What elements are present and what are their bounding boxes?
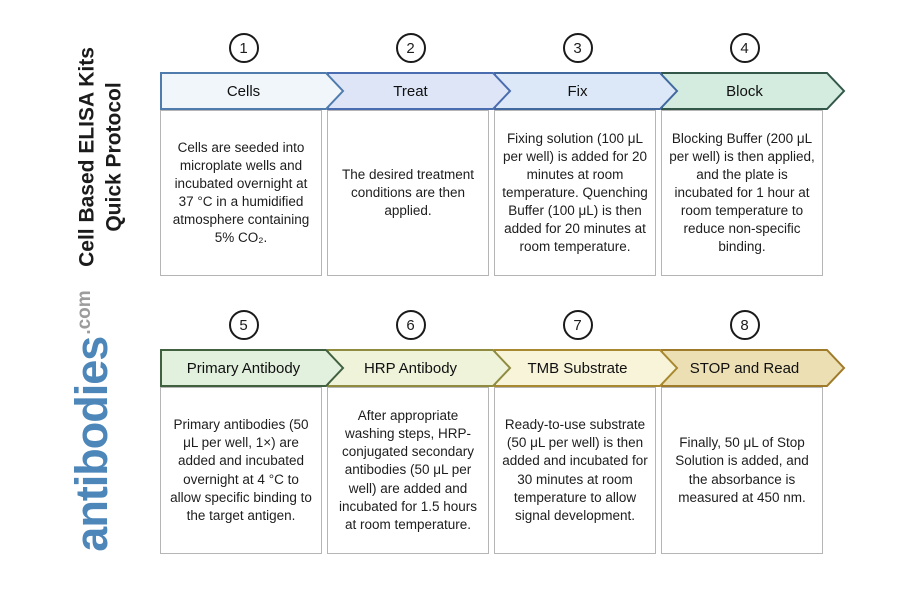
brand-logo: antibodies.com — [66, 290, 118, 551]
step-number-badge: 6 — [395, 310, 426, 340]
step-column-1: 1 Cells Cells are seeded into microplate… — [160, 33, 345, 276]
step-column-8: 8 STOP and Read Finally, 50 μL of Stop S… — [661, 310, 846, 554]
step-number-badge: 1 — [228, 33, 259, 63]
step-column-6: 6 HRP Antibody After appropriate washing… — [327, 310, 512, 554]
step-label: Fix — [567, 82, 588, 100]
step-arrow-header: STOP and Read — [661, 349, 846, 387]
step-number-badge: 8 — [729, 310, 760, 340]
step-number-badge: 5 — [228, 310, 259, 340]
brand-logo-text: antibodies — [66, 336, 117, 552]
step-description: Blocking Buffer (200 μL per well) is the… — [669, 130, 815, 255]
step-arrow-header: Block — [661, 72, 846, 110]
step-label: Primary Antibody — [186, 359, 301, 377]
step-description: Fixing solution (100 μL per well) is add… — [502, 130, 648, 255]
step-number-badge: 7 — [562, 310, 593, 340]
step-description: The desired treatment conditions are the… — [341, 166, 475, 219]
step-arrow-header: Treat — [327, 72, 512, 110]
step-description: After appropriate washing steps, HRP-con… — [338, 408, 478, 532]
step-arrow-header: Primary Antibody — [160, 349, 345, 387]
step-label: Block — [726, 82, 763, 100]
step-description-cell: Finally, 50 μL of Stop Solution is added… — [661, 387, 823, 554]
page-title-line1: Cell Based ELISA Kits — [75, 47, 99, 267]
step-description-cell: Cells are seeded into microplate wells a… — [160, 110, 322, 276]
step-description-cell: The desired treatment conditions are the… — [327, 110, 489, 276]
step-description: Ready-to-use substrate (50 μL per well) … — [502, 417, 648, 523]
step-arrow-header: Cells — [160, 72, 345, 110]
step-arrow-header: Fix — [494, 72, 679, 110]
step-label: Treat — [393, 82, 428, 100]
step-description-cell: Ready-to-use substrate (50 μL per well) … — [494, 387, 656, 554]
arrow-shape — [160, 72, 345, 110]
page-title-line2: Quick Protocol — [103, 82, 126, 232]
protocol-row-1: 1 Cells Cells are seeded into microplate… — [160, 33, 846, 276]
step-arrow-header: TMB Substrate — [494, 349, 679, 387]
step-label: HRP Antibody — [363, 359, 458, 377]
step-number-badge: 4 — [729, 33, 760, 63]
step-column-2: 2 Treat The desired treatment conditions… — [327, 33, 512, 276]
step-column-4: 4 Block Blocking Buffer (200 μL per well… — [661, 33, 846, 276]
step-column-5: 5 Primary Antibody Primary antibodies (5… — [160, 310, 345, 554]
step-description-cell: Primary antibodies (50 μL per well, 1×) … — [160, 387, 322, 554]
step-label: TMB Substrate — [527, 359, 628, 377]
page-title: Cell Based ELISA Kits Quick Protocol — [74, 47, 129, 267]
step-description-cell: Blocking Buffer (200 μL per well) is the… — [661, 110, 823, 276]
step-column-3: 3 Fix Fixing solution (100 μL per well) … — [494, 33, 679, 276]
step-description: Primary antibodies (50 μL per well, 1×) … — [170, 417, 312, 523]
protocol-row-2: 5 Primary Antibody Primary antibodies (5… — [160, 310, 846, 554]
step-number-badge: 3 — [562, 33, 593, 63]
step-description-cell: After appropriate washing steps, HRP-con… — [327, 387, 489, 554]
step-column-7: 7 TMB Substrate Ready-to-use substrate (… — [494, 310, 679, 554]
step-description-cell: Fixing solution (100 μL per well) is add… — [494, 110, 656, 276]
step-description: Finally, 50 μL of Stop Solution is added… — [675, 435, 809, 505]
arrow-shape — [160, 349, 345, 387]
step-arrow-header: HRP Antibody — [327, 349, 512, 387]
step-number-badge: 2 — [395, 33, 426, 63]
step-description: Cells are seeded into microplate wells a… — [172, 139, 310, 246]
brand-logo-suffix: .com — [74, 290, 95, 335]
step-label: Cells — [226, 82, 261, 100]
step-label: STOP and Read — [689, 359, 800, 377]
